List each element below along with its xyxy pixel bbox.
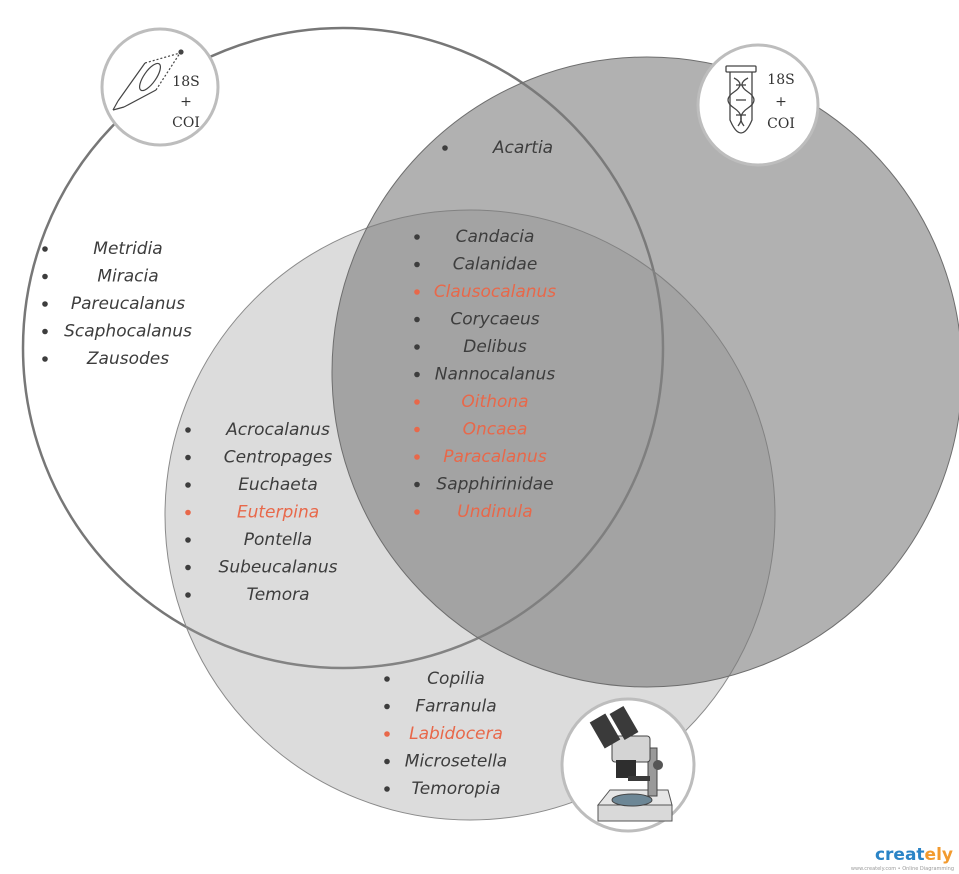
list-net-microscope: AcrocalanusCentropagesEuchaetaEuterpinaP… — [185, 420, 338, 605]
species-lists: MetridiaMiraciaPareucalanusScaphocalanus… — [42, 138, 556, 799]
species-label: Microsetella — [405, 752, 507, 772]
bullet-icon — [414, 426, 420, 433]
list-net-tube: Acartia — [442, 138, 553, 158]
list-net-only: MetridiaMiraciaPareucalanusScaphocalanus… — [42, 239, 192, 369]
microscope-badge — [560, 697, 696, 833]
species-label: Paracalanus — [443, 447, 547, 467]
species-label: Sapphirinidae — [436, 475, 553, 495]
bullet-icon — [185, 537, 191, 543]
species-label: Subeucalanus — [219, 558, 338, 578]
bullet-icon — [384, 758, 390, 765]
bullet-icon — [185, 454, 191, 461]
bullet-icon — [414, 261, 420, 268]
tube-circle — [331, 56, 959, 688]
species-label: Centropages — [224, 448, 333, 468]
creately-logo: creately — [875, 845, 953, 865]
species-label: Miracia — [97, 267, 158, 287]
species-label: Metridia — [93, 239, 162, 259]
tube-badge-line3: COI — [767, 116, 795, 132]
bullet-icon — [414, 371, 420, 378]
species-label: Acartia — [492, 138, 553, 158]
species-label: Farranula — [415, 697, 496, 717]
bullet-icon — [185, 482, 191, 488]
bullet-icon — [185, 592, 191, 598]
species-label: Corycaeus — [450, 310, 539, 330]
list-all-three: CandaciaCalanidaeClausocalanusCorycaeusD… — [414, 227, 556, 522]
plankton-net-icon — [112, 49, 184, 111]
tube-badge-line2: + — [775, 94, 787, 110]
bullet-icon — [414, 289, 420, 295]
species-label: Labidocera — [409, 724, 503, 744]
species-label: Oithona — [461, 392, 528, 412]
microscope-icon — [589, 706, 673, 822]
net-badge: 18S + COI — [100, 27, 220, 147]
species-label: Copilia — [427, 669, 485, 689]
bullet-icon — [414, 509, 420, 515]
bullet-icon — [42, 273, 48, 280]
net-badge-line2: + — [180, 94, 192, 110]
species-label: Pareucalanus — [71, 294, 185, 314]
tube-badge-line1: 18S — [767, 72, 794, 88]
species-label: Clausocalanus — [434, 282, 556, 302]
bullet-icon — [414, 399, 420, 405]
species-label: Scaphocalanus — [64, 322, 192, 342]
bullet-icon — [384, 731, 390, 737]
list-microscope-only: CopiliaFarranulaLabidoceraMicrosetellaTe… — [384, 669, 507, 799]
species-label: Zausodes — [86, 349, 169, 369]
species-label: Euchaeta — [238, 475, 318, 495]
bullet-icon — [384, 676, 390, 682]
net-badge-line1: 18S — [172, 74, 199, 90]
species-label: Acrocalanus — [225, 420, 330, 440]
bullet-icon — [185, 509, 191, 516]
bullet-icon — [414, 316, 420, 323]
species-label: Euterpina — [237, 503, 319, 523]
tube-badge: 18S + COI — [696, 43, 820, 167]
creately-watermark: creately www.creately.com • Online Diagr… — [851, 845, 954, 872]
bullet-icon — [414, 454, 420, 460]
species-label: Nannocalanus — [435, 365, 556, 385]
bullet-icon — [42, 328, 48, 335]
creately-fine-print: www.creately.com • Online Diagramming — [851, 866, 954, 872]
net-badge-line3: COI — [172, 115, 200, 131]
species-label: Candacia — [456, 227, 535, 247]
bullet-icon — [414, 234, 420, 240]
bullet-icon — [185, 427, 191, 433]
bullet-icon — [414, 481, 420, 488]
bullet-icon — [185, 564, 191, 571]
species-label: Delibus — [463, 337, 527, 357]
species-label: Undinula — [457, 502, 532, 522]
species-label: Oncaea — [463, 420, 528, 440]
bullet-icon — [42, 356, 48, 362]
species-label: Pontella — [244, 530, 312, 550]
species-label: Temora — [246, 585, 309, 605]
bullet-icon — [442, 145, 448, 151]
creately-logo-accent: ely — [925, 845, 953, 865]
dna-tube-icon — [725, 65, 757, 134]
species-label: Calanidae — [453, 255, 538, 275]
creately-logo-main: creat — [875, 845, 925, 865]
bullet-icon — [42, 301, 48, 307]
bullet-icon — [384, 786, 390, 792]
bullet-icon — [384, 703, 390, 710]
bullet-icon — [42, 246, 48, 252]
bullet-icon — [414, 344, 420, 350]
species-label: Temoropia — [411, 779, 500, 799]
